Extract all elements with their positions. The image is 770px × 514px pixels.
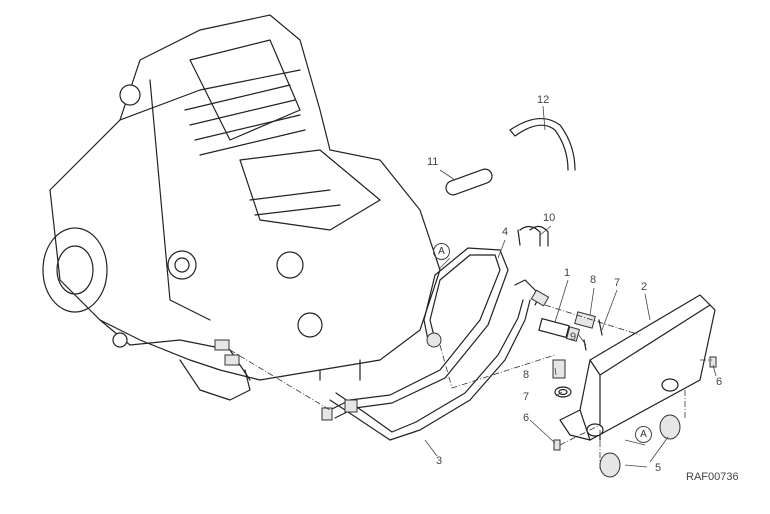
protective-sleeve [445, 168, 493, 196]
callout-10: 10 [543, 212, 556, 224]
callout-6b: 6 [523, 412, 530, 424]
callout-5: 5 [655, 462, 662, 474]
hose-clip [517, 225, 549, 247]
callout-1: 1 [564, 267, 571, 279]
cable-tie [509, 118, 576, 171]
reference-marker-a-2: A [635, 426, 652, 443]
callout-7: 7 [614, 277, 621, 289]
callout-3: 3 [436, 455, 443, 467]
callout-12: 12 [537, 94, 550, 106]
callout-9: 9 [570, 331, 577, 343]
callout-6: 6 [716, 376, 723, 388]
oil-cooler [559, 294, 716, 441]
oil-hose [321, 247, 550, 441]
engine-block [42, 14, 441, 401]
callout-8b: 8 [523, 369, 530, 381]
callout-7b: 7 [523, 391, 530, 403]
callout-8: 8 [590, 274, 597, 286]
callout-4: 4 [502, 226, 509, 238]
callout-11: 11 [427, 156, 439, 168]
callout-2: 2 [641, 281, 648, 293]
reference-marker-a: A [433, 243, 450, 260]
drawing-code: RAF00736 [686, 471, 739, 483]
